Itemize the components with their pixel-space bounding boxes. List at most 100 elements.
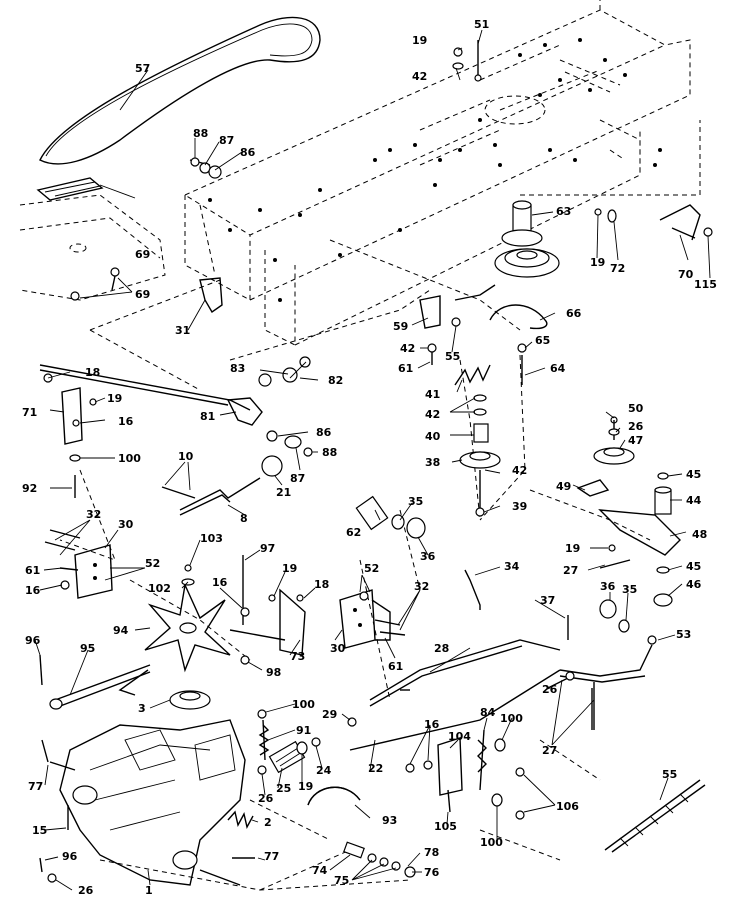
callout-100a: 100 bbox=[118, 452, 141, 465]
callout-49: 49 bbox=[556, 480, 571, 493]
callout-42a: 42 bbox=[412, 70, 427, 83]
callout-71: 71 bbox=[22, 406, 37, 419]
callout-69a: 69 bbox=[135, 288, 150, 301]
callout-41: 41 bbox=[425, 388, 440, 401]
callout-51: 51 bbox=[474, 18, 489, 31]
callout-3: 3 bbox=[138, 702, 146, 715]
shift-link-8 bbox=[161, 455, 283, 516]
callout-81: 81 bbox=[200, 410, 215, 423]
callout-labels: 57 69 31 88 87 86 19 42 51 63 19 72 70 1… bbox=[22, 18, 717, 897]
callout-87b: 87 bbox=[290, 472, 305, 485]
callout-76: 76 bbox=[424, 866, 440, 879]
callout-19e: 19 bbox=[298, 780, 313, 793]
callout-52a: 52 bbox=[145, 557, 160, 570]
callout-30a: 30 bbox=[118, 518, 134, 531]
drive-belt bbox=[39, 16, 321, 165]
callout-106: 106 bbox=[556, 800, 579, 813]
callout-96b: 96 bbox=[62, 850, 78, 863]
callout-24: 24 bbox=[316, 764, 332, 777]
rod-28-assembly bbox=[369, 569, 569, 707]
callout-19c: 19 bbox=[107, 392, 122, 405]
callout-77a: 77 bbox=[28, 780, 43, 793]
brake-spring-group bbox=[257, 709, 321, 775]
bearing-stack-44 bbox=[598, 472, 681, 607]
callout-39: 39 bbox=[512, 500, 527, 513]
frame-holes bbox=[208, 38, 662, 302]
callout-105: 105 bbox=[434, 820, 457, 833]
spring-2 bbox=[227, 810, 254, 829]
callout-50: 50 bbox=[628, 402, 644, 415]
callout-1: 1 bbox=[145, 884, 153, 897]
callout-35a: 35 bbox=[408, 495, 423, 508]
callout-22: 22 bbox=[368, 762, 383, 775]
callout-64: 64 bbox=[550, 362, 566, 375]
input-pulley bbox=[169, 690, 211, 710]
transaxle-hardware bbox=[39, 739, 255, 883]
callout-16b: 16 bbox=[25, 584, 41, 597]
callout-73: 73 bbox=[290, 650, 305, 663]
callout-26c: 26 bbox=[628, 420, 644, 433]
callout-77b: 77 bbox=[264, 850, 279, 863]
callout-40: 40 bbox=[425, 430, 441, 443]
callout-98: 98 bbox=[266, 666, 281, 679]
callout-19a: 19 bbox=[412, 34, 427, 47]
callout-26a: 26 bbox=[258, 792, 274, 805]
washers-right bbox=[599, 599, 630, 633]
callout-57: 57 bbox=[135, 62, 150, 75]
shaft-95 bbox=[39, 654, 151, 710]
brake-assembly bbox=[405, 729, 525, 820]
callout-88a: 88 bbox=[193, 127, 208, 140]
callout-78: 78 bbox=[424, 846, 439, 859]
callout-52b: 52 bbox=[364, 562, 379, 575]
idler-pulley-stack bbox=[459, 394, 501, 517]
pivot-hardware-right bbox=[547, 671, 595, 730]
callout-34: 34 bbox=[504, 560, 520, 573]
callout-30b: 30 bbox=[330, 642, 346, 655]
cooling-fan bbox=[144, 582, 231, 673]
clip-70 bbox=[659, 204, 713, 241]
callout-2: 2 bbox=[264, 816, 272, 829]
transaxle bbox=[49, 719, 246, 886]
center-shaft-hardware bbox=[452, 40, 482, 82]
callout-94: 94 bbox=[113, 624, 129, 637]
hardware-19-72 bbox=[594, 208, 617, 223]
callout-66: 66 bbox=[566, 307, 582, 320]
callout-55a: 55 bbox=[445, 350, 460, 363]
callout-21: 21 bbox=[276, 486, 291, 499]
idler-spacer-62 bbox=[355, 495, 426, 539]
belt-guide bbox=[36, 177, 104, 201]
shift-lever-assembly bbox=[39, 356, 313, 457]
spring-55-long bbox=[604, 779, 706, 853]
callout-93: 93 bbox=[382, 814, 397, 827]
brake-rod-97 bbox=[229, 555, 306, 665]
callout-69b: 69 bbox=[135, 248, 150, 261]
callout-38: 38 bbox=[425, 456, 440, 469]
bracket-71 bbox=[43, 373, 97, 498]
callout-83: 83 bbox=[230, 362, 245, 375]
callout-16d: 16 bbox=[424, 718, 440, 731]
callout-27b: 27 bbox=[563, 564, 578, 577]
callout-115: 115 bbox=[694, 278, 717, 291]
callout-92: 92 bbox=[22, 482, 37, 495]
callout-75: 75 bbox=[334, 874, 349, 887]
callout-16c: 16 bbox=[212, 576, 228, 589]
idler-bolt-set-upper bbox=[189, 157, 222, 179]
pulley-group-right bbox=[576, 416, 635, 497]
callout-46: 46 bbox=[686, 578, 702, 591]
callout-32a: 32 bbox=[86, 508, 101, 521]
idler-arm bbox=[489, 304, 548, 330]
callout-35b: 35 bbox=[622, 583, 637, 596]
callout-62: 62 bbox=[346, 526, 361, 539]
screws-69 bbox=[70, 267, 120, 301]
spring-41 bbox=[454, 364, 491, 386]
callout-19b: 19 bbox=[590, 256, 605, 269]
bracket-31 bbox=[199, 277, 223, 314]
callout-100c: 100 bbox=[500, 712, 523, 725]
callout-18a: 18 bbox=[85, 366, 100, 379]
bracket-30-center bbox=[339, 589, 406, 649]
callout-87a: 87 bbox=[219, 134, 234, 147]
callout-63: 63 bbox=[556, 205, 571, 218]
callout-70: 70 bbox=[678, 268, 694, 281]
